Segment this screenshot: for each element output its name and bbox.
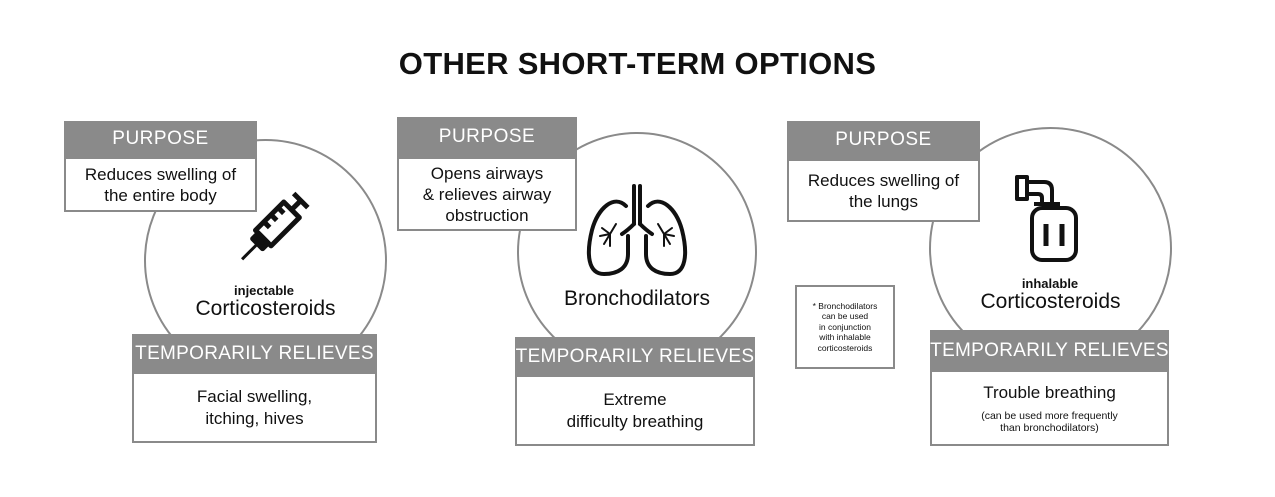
page-title: OTHER SHORT-TERM OPTIONS [398,46,877,81]
purpose-tab: PURPOSE [397,117,577,157]
lungs-icon [586,184,688,276]
drug-name-bronchodilators: Bronchodilators [564,287,710,310]
relieves-tab: TEMPORARILY RELIEVES [132,334,377,374]
drug-qualifier-injectable: injectable [234,283,294,298]
footnote-box: * Bronchodilators can be used in conjunc… [795,285,895,369]
relieves-box: Extreme difficulty breathing [515,377,755,446]
inhaler-icon [1015,175,1078,262]
relieves-text: Extreme difficulty breathing [566,389,704,431]
syringe-icon [240,191,310,261]
relieves-tab: TEMPORARILY RELIEVES [930,330,1169,372]
relieves-text: Facial swelling, itching, hives [196,386,313,428]
purpose-tab: PURPOSE [787,121,980,159]
relieves-box: Trouble breathing (can be used more freq… [930,372,1169,446]
purpose-text: Reduces swelling of the lungs [787,159,980,222]
drug-name-injectable: Corticosteroids [195,297,336,320]
relieves-text: Trouble breathing [983,383,1116,402]
relieves-box: Facial swelling, itching, hives [132,374,377,443]
drug-qualifier-inhalable: inhalable [1021,276,1079,291]
drug-name-inhalable: Corticosteroids [980,290,1121,313]
purpose-tab: PURPOSE [64,121,257,157]
relieves-tab: TEMPORARILY RELIEVES [515,337,755,377]
relieves-note: (can be used more frequently than bronch… [981,410,1118,434]
purpose-text: Opens airways & relieves airway obstruct… [397,157,577,231]
purpose-text: Reduces swelling of the entire body [64,157,257,212]
